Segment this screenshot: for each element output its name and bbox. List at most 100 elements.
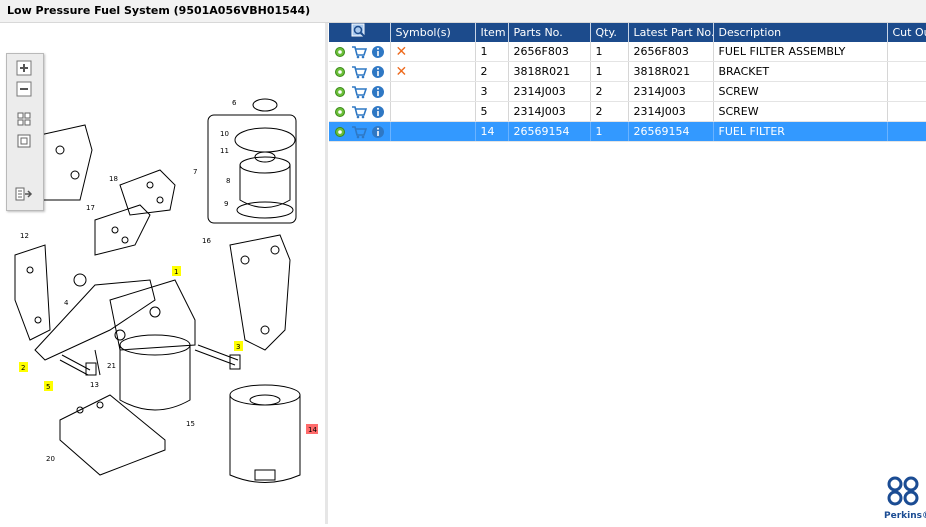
callout-13: 13 [90, 381, 99, 389]
gear-icon[interactable] [333, 45, 347, 59]
cart-icon[interactable] [351, 65, 367, 79]
parts-no-cell: 2314J003 [508, 101, 591, 122]
callout-14: 14 [308, 426, 317, 434]
column-header-actions[interactable] [329, 23, 391, 42]
row-actions [329, 81, 391, 102]
info-icon[interactable] [371, 85, 385, 99]
gear-icon[interactable] [333, 65, 347, 79]
column-header-item[interactable]: Item [475, 23, 509, 42]
callout-7: 7 [193, 168, 197, 176]
table-row[interactable]: 3 2314J003 2 2314J003 SCREW [329, 81, 926, 102]
description-cell: FUEL FILTER ASSEMBLY [713, 42, 888, 62]
fit-width-icon [17, 134, 31, 148]
info-icon[interactable] [371, 45, 385, 59]
remove-icon: ✕ [395, 43, 408, 60]
info-icon[interactable] [371, 65, 385, 79]
latest-part-no-cell: 2314J003 [628, 81, 714, 102]
cart-icon[interactable] [351, 125, 367, 139]
export-button[interactable] [12, 183, 36, 205]
column-header-parts-no[interactable]: Parts No. [508, 23, 591, 42]
table-row[interactable]: ✕ 1 2656F803 1 2656F803 FUEL FILTER ASSE… [329, 42, 926, 62]
cart-icon[interactable] [351, 105, 367, 119]
cart-icon[interactable] [351, 45, 367, 59]
item-cell: 14 [475, 121, 509, 142]
table-header-row: Symbol(s) Item Parts No. Qty. Latest Par… [329, 23, 926, 42]
table-row[interactable]: 14 26569154 1 26569154 FUEL FILTER [329, 121, 926, 142]
export-icon [15, 187, 33, 201]
callout-20: 20 [46, 455, 55, 463]
parts-diagram[interactable]: 1 2 3 4 5 6 7 8 9 10 11 12 13 14 15 16 1… [0, 23, 325, 524]
item-cell: 5 [475, 101, 509, 122]
parts-grid: Symbol(s) Item Parts No. Qty. Latest Par… [329, 23, 926, 142]
row-actions [329, 101, 391, 122]
zoom-in-icon [16, 60, 32, 76]
row-actions [329, 42, 391, 62]
info-icon[interactable] [371, 125, 385, 139]
fit-page-icon [17, 112, 31, 126]
latest-part-no-cell: 2656F803 [628, 42, 714, 62]
table-row[interactable]: 5 2314J003 2 2314J003 SCREW [329, 101, 926, 122]
qty-cell: 1 [590, 61, 629, 82]
callout-6: 6 [232, 99, 237, 107]
symbol-cell [390, 101, 476, 122]
gear-icon[interactable] [333, 105, 347, 119]
parts-no-cell: 26569154 [508, 121, 591, 142]
magnify-icon [351, 23, 366, 38]
column-header-latest-part-no[interactable]: Latest Part No. [628, 23, 714, 42]
pane-splitter[interactable] [325, 23, 328, 524]
parts-no-cell: 2314J003 [508, 81, 591, 102]
qty-cell: 1 [590, 121, 629, 142]
description-cell: SCREW [713, 101, 888, 122]
item-cell: 2 [475, 61, 509, 82]
symbol-cell: ✕ [390, 61, 476, 82]
callout-2: 2 [21, 364, 25, 372]
parts-table: Symbol(s) Item Parts No. Qty. Latest Par… [329, 23, 926, 142]
perkins-logo-text: Perkins® [884, 511, 926, 521]
cut-out-cell [887, 121, 926, 142]
callout-15: 15 [186, 420, 195, 428]
cut-out-cell [887, 101, 926, 122]
fit-page-button[interactable] [12, 108, 36, 130]
callout-16: 16 [202, 237, 211, 245]
callout-8: 8 [226, 177, 230, 185]
qty-cell: 2 [590, 81, 629, 102]
symbol-cell: ✕ [390, 42, 476, 62]
callout-5: 5 [46, 383, 50, 391]
description-cell: BRACKET [713, 61, 888, 82]
qty-cell: 2 [590, 101, 629, 122]
column-header-description[interactable]: Description [713, 23, 888, 42]
remove-icon: ✕ [395, 63, 408, 80]
zoom-out-icon [16, 81, 32, 97]
description-cell: FUEL FILTER [713, 121, 888, 142]
window-title: Low Pressure Fuel System (9501A056VBH015… [7, 4, 311, 17]
callout-12: 12 [20, 232, 29, 240]
symbol-cell [390, 121, 476, 142]
latest-part-no-cell: 2314J003 [628, 101, 714, 122]
fit-width-button[interactable] [12, 130, 36, 152]
cut-out-cell [887, 42, 926, 62]
column-header-cut-out[interactable]: Cut Ou [887, 23, 926, 42]
callout-4: 4 [64, 299, 69, 307]
table-row[interactable]: ✕ 2 3818R021 1 3818R021 BRACKET [329, 61, 926, 82]
cart-icon[interactable] [351, 85, 367, 99]
callout-11: 11 [220, 147, 229, 155]
column-header-qty[interactable]: Qty. [590, 23, 629, 42]
gear-icon[interactable] [333, 85, 347, 99]
callout-18: 18 [109, 175, 118, 183]
qty-cell: 1 [590, 42, 629, 62]
item-cell: 3 [475, 81, 509, 102]
window-title-bar: Low Pressure Fuel System (9501A056VBH015… [0, 0, 926, 23]
row-actions [329, 121, 391, 142]
zoom-out-button[interactable] [12, 78, 36, 100]
gear-icon[interactable] [333, 125, 347, 139]
description-cell: SCREW [713, 81, 888, 102]
column-header-symbols[interactable]: Symbol(s) [390, 23, 476, 42]
perkins-logo-mark [887, 476, 919, 506]
parts-no-cell: 2656F803 [508, 42, 591, 62]
callout-10: 10 [220, 130, 229, 138]
parts-no-cell: 3818R021 [508, 61, 591, 82]
callout-3: 3 [236, 343, 240, 351]
info-icon[interactable] [371, 105, 385, 119]
latest-part-no-cell: 3818R021 [628, 61, 714, 82]
zoom-in-button[interactable] [12, 57, 36, 79]
